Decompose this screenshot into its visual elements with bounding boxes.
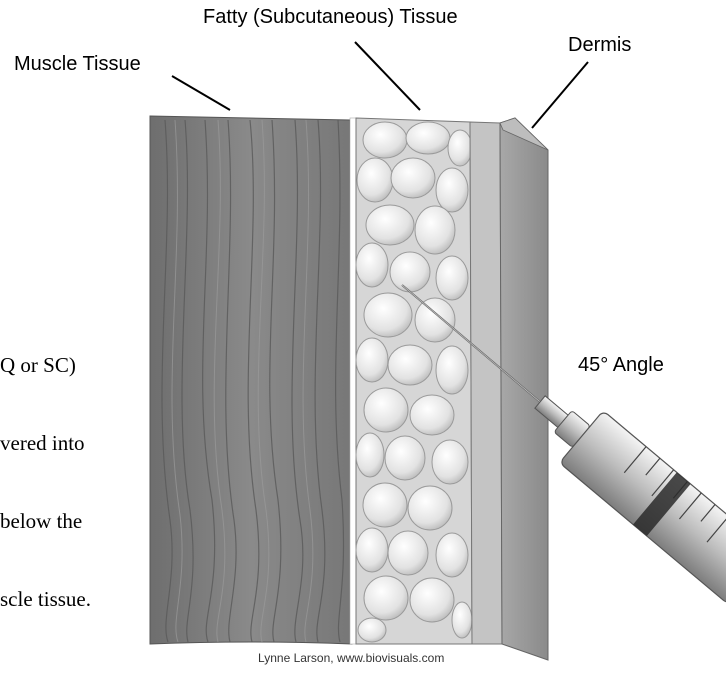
side-text-line: vered into: [0, 430, 91, 456]
muscle-tissue-layer: [150, 116, 352, 644]
fatty-tissue-label: Fatty (Subcutaneous) Tissue: [203, 6, 458, 29]
syringe-icon: [518, 376, 726, 604]
fatty-tissue-layer: [356, 118, 472, 644]
side-text-line: Q or SC): [0, 352, 91, 378]
side-description-text: Q or SC) vered into below the scle tissu…: [0, 300, 91, 638]
label-leader-lines: [172, 42, 588, 128]
dermis-layer: [470, 118, 548, 660]
image-credit: Lynne Larson, www.biovisuals.com: [258, 651, 444, 665]
muscle-tissue-label: Muscle Tissue: [14, 53, 141, 76]
angle-label: 45° Angle: [578, 354, 664, 377]
side-text-line: below the: [0, 508, 91, 534]
dermis-label: Dermis: [568, 34, 631, 57]
side-text-line: scle tissue.: [0, 586, 91, 612]
